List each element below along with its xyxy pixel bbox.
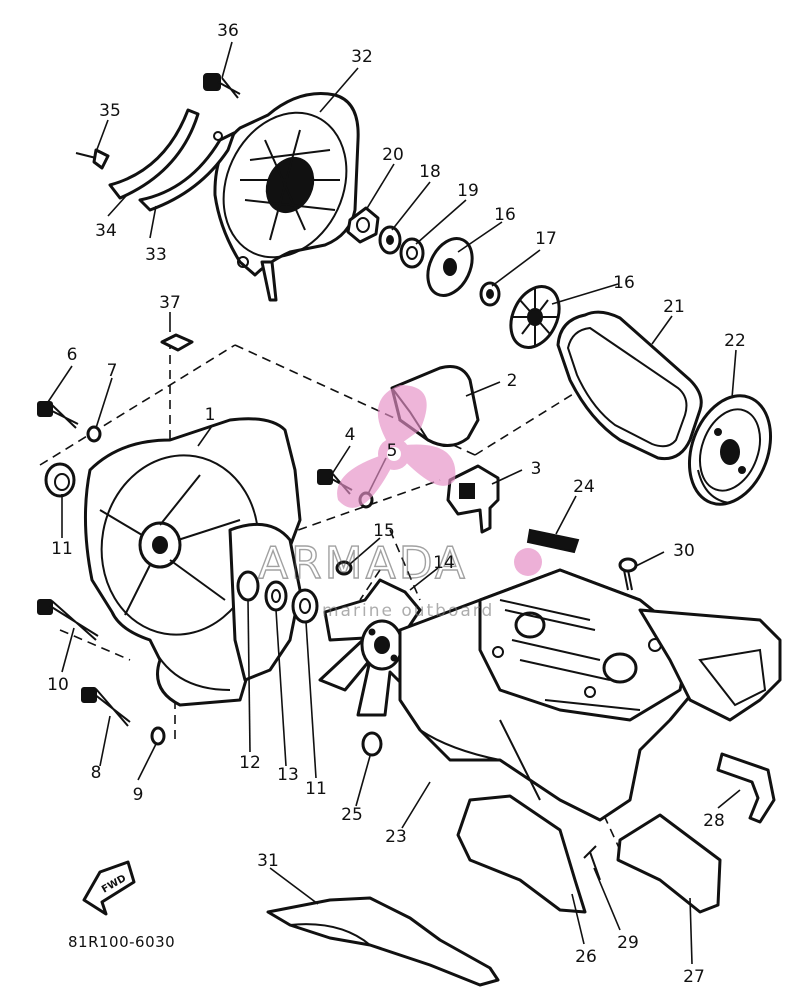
part-1-shroud xyxy=(83,417,302,707)
callouts: 36 32 35 34 33 20 18 19 16 17 16 21 22 3… xyxy=(47,21,746,987)
pulley-stack xyxy=(346,206,561,349)
callout-36: 36 xyxy=(217,21,239,41)
part-37-key xyxy=(160,333,194,352)
part-36-bolt xyxy=(203,73,241,99)
callout-25: 25 xyxy=(341,805,363,825)
callout-33: 33 xyxy=(145,245,167,265)
part-31-plate xyxy=(266,896,500,987)
callout-28: 28 xyxy=(703,811,725,831)
part-29-clip xyxy=(583,845,601,881)
callout-9: 9 xyxy=(133,785,144,805)
callout-15: 15 xyxy=(373,521,395,541)
callout-23: 23 xyxy=(385,827,407,847)
part-24-label xyxy=(526,528,580,554)
callout-37: 37 xyxy=(159,293,181,313)
callout-34: 34 xyxy=(95,221,117,241)
callout-20: 20 xyxy=(382,145,404,165)
callout-6: 6 xyxy=(67,345,78,365)
callout-27: 27 xyxy=(683,967,705,987)
callout-24: 24 xyxy=(573,477,595,497)
callout-11a: 11 xyxy=(51,539,73,559)
callout-8: 8 xyxy=(91,763,102,783)
callout-19: 19 xyxy=(457,181,479,201)
callout-11b: 11 xyxy=(305,779,327,799)
callout-5: 5 xyxy=(387,441,398,461)
callout-16a: 16 xyxy=(494,205,516,225)
callout-2: 2 xyxy=(507,371,518,391)
callout-18: 18 xyxy=(419,162,441,182)
watermark-title: ARMADA xyxy=(258,538,468,589)
leader-lines xyxy=(47,41,741,965)
bearings-12-13-11 xyxy=(236,570,319,624)
watermark-dot xyxy=(514,548,542,576)
part-22-pulley xyxy=(687,394,773,506)
callout-17: 17 xyxy=(535,229,557,249)
fwd-arrow-icon: FWD xyxy=(82,860,136,916)
part-26-panel xyxy=(456,794,587,914)
callout-29: 29 xyxy=(617,933,639,953)
part-14-fan xyxy=(318,578,427,717)
part-21-belt xyxy=(556,310,703,461)
left-lower-fasteners xyxy=(37,599,166,746)
callout-10: 10 xyxy=(47,675,69,695)
callout-30: 30 xyxy=(673,541,695,561)
callout-3: 3 xyxy=(531,459,542,479)
callout-32: 32 xyxy=(351,47,373,67)
callout-26: 26 xyxy=(575,947,597,967)
callout-1: 1 xyxy=(205,405,216,425)
callout-14: 14 xyxy=(433,553,455,573)
part-35-screw xyxy=(75,148,110,170)
part-33-34-brackets xyxy=(108,108,236,212)
watermark-subtitle: marine outboard xyxy=(322,601,494,621)
drawing-code: 81R100-6030 xyxy=(68,933,175,951)
part-30-screw xyxy=(618,557,638,591)
part-25-clip xyxy=(361,731,383,757)
part-27-silencer xyxy=(616,813,722,914)
part-3-bracket xyxy=(446,464,500,534)
rear-duct xyxy=(638,608,782,722)
callout-12: 12 xyxy=(239,753,261,773)
part-32-cover xyxy=(213,92,360,302)
callout-7: 7 xyxy=(107,361,118,381)
callout-13: 13 xyxy=(277,765,299,785)
part-23-housing xyxy=(398,568,697,822)
watermark-logo-icon xyxy=(337,385,456,508)
callout-35: 35 xyxy=(99,101,121,121)
watermark: ARMADA marine outboard xyxy=(257,385,542,621)
left-upper-fasteners xyxy=(37,401,102,498)
part-28-handle xyxy=(716,752,776,824)
callout-4: 4 xyxy=(345,425,356,445)
callout-21: 21 xyxy=(663,297,685,317)
callout-22: 22 xyxy=(724,331,746,351)
part-15-grommet xyxy=(335,560,353,576)
callout-31: 31 xyxy=(257,851,279,871)
callout-16b: 16 xyxy=(613,273,635,293)
